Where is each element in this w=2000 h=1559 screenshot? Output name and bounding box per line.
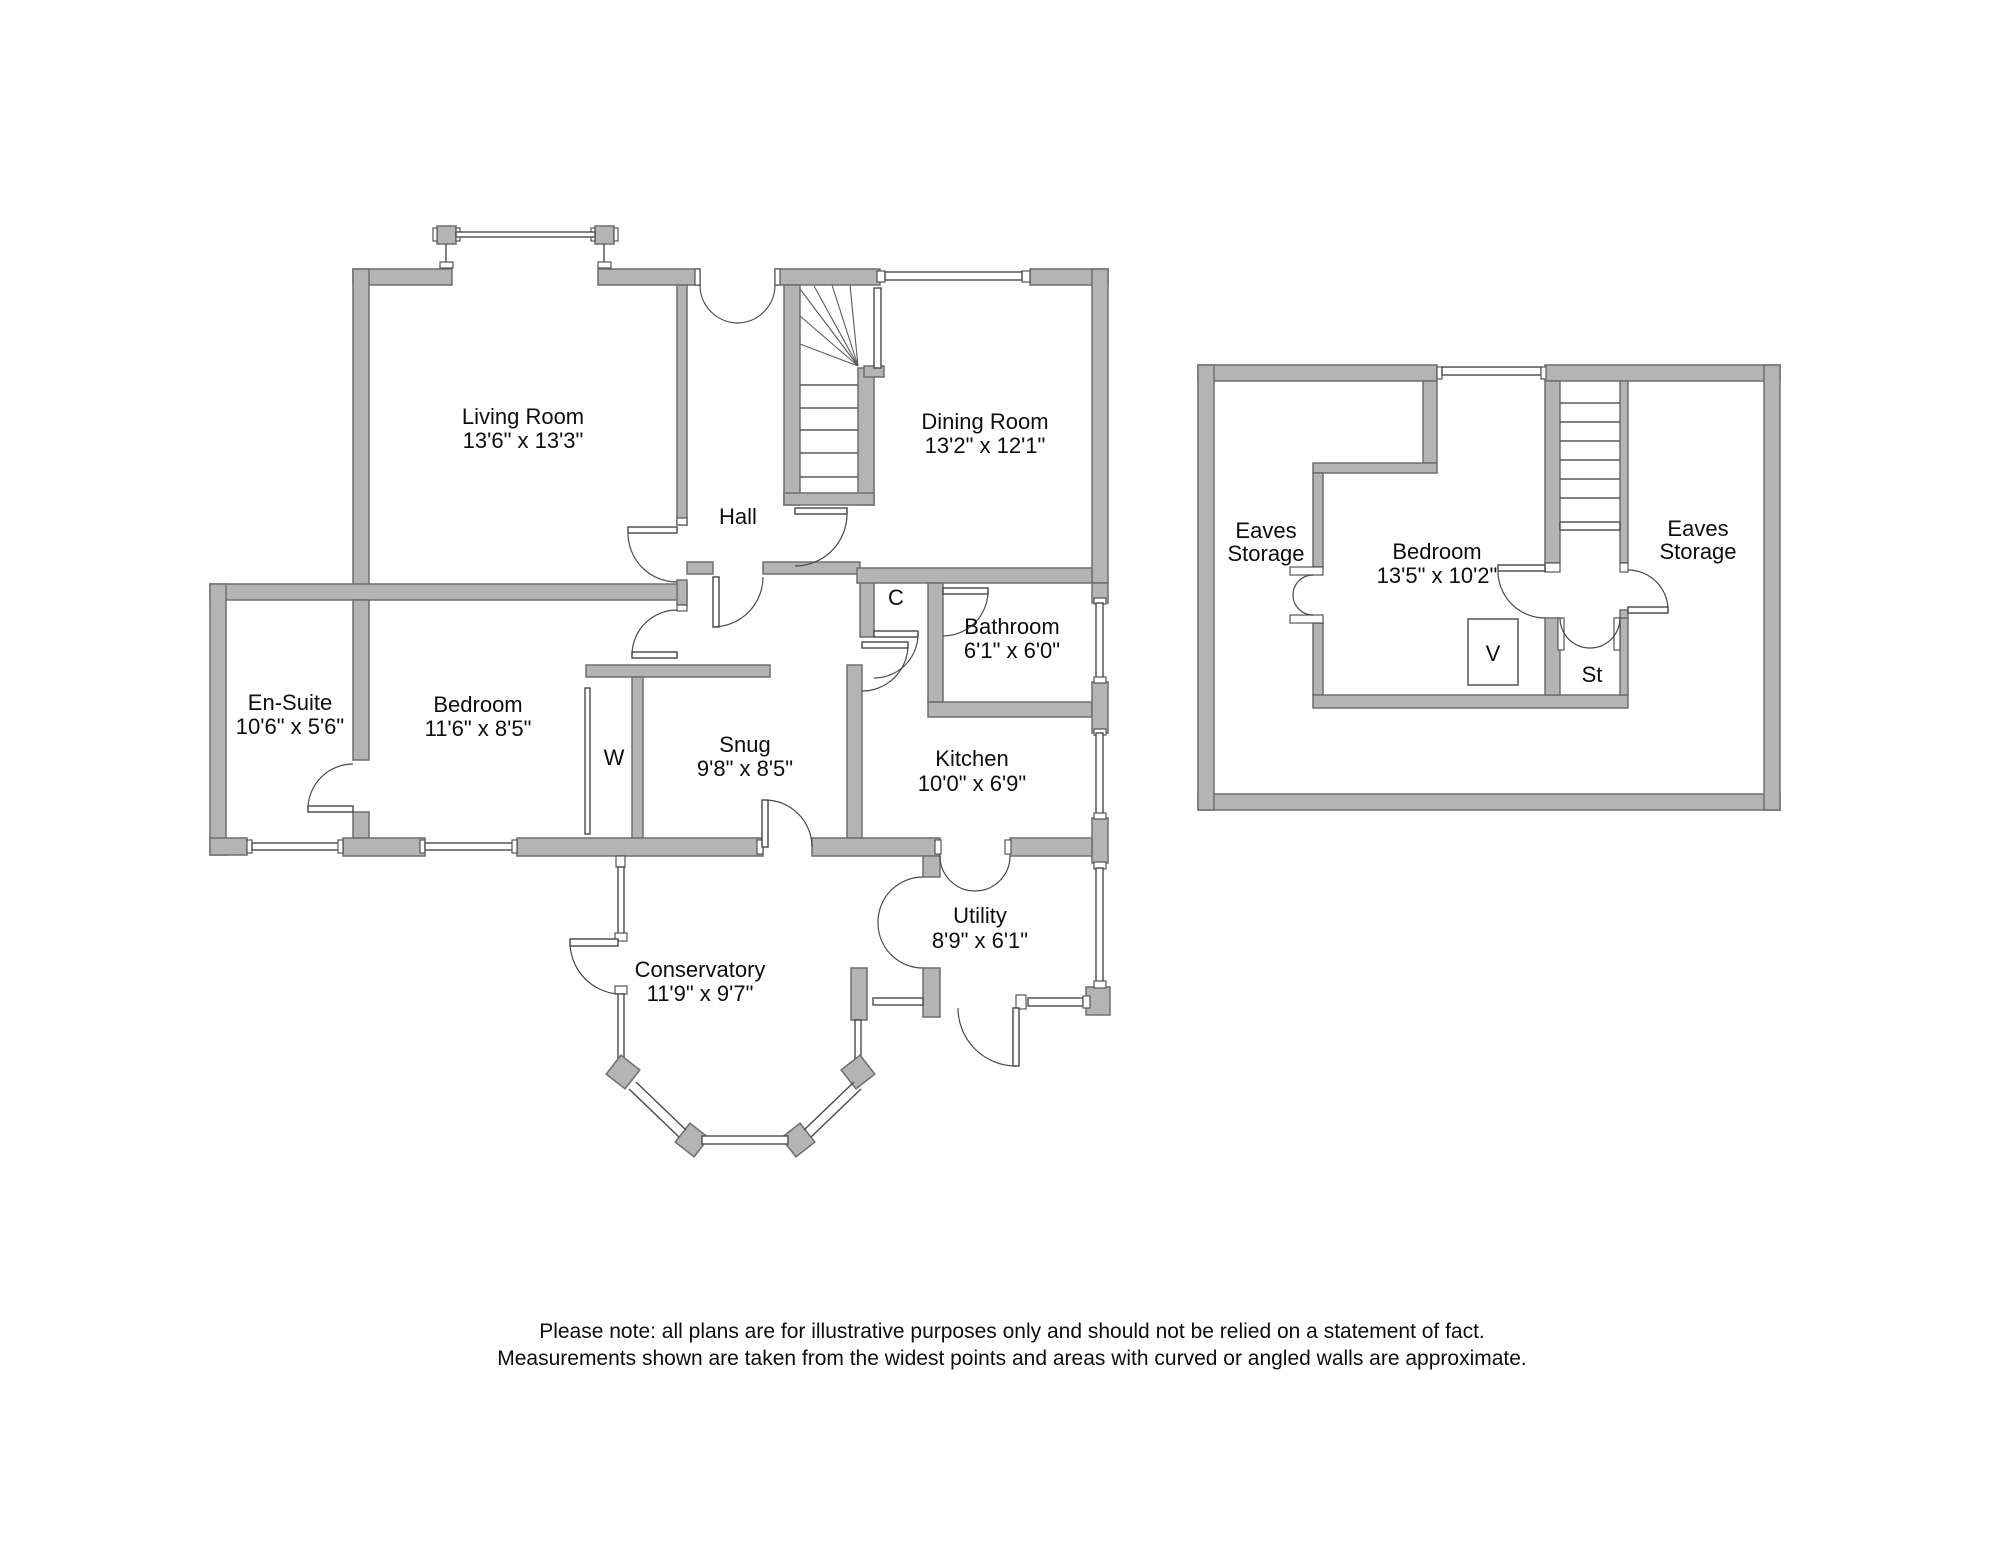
ground-floor-stairs [799,284,859,478]
cupboard-marker: C [888,585,904,610]
room-dims-living-room: 13'6" x 13'3" [463,428,584,453]
room-label-conservatory: Conservatory [635,957,766,982]
room-dims-bathroom: 6'1" x 6'0" [964,638,1060,663]
first-floor-plan: Eaves Storage Bedroom 13'5" x 10'2" Eave… [1197,364,1781,811]
conservatory-glazing [605,855,876,1158]
bay-post-icon [780,1122,816,1158]
eaves-left-label-line2: Storage [1227,541,1304,566]
wardrobe-front-line [584,687,591,835]
room-label-snug: Snug [719,732,770,757]
velux-window-box [1467,618,1519,686]
ground-floor-plan: Living Room 13'6" x 13'3" Hall Dining Ro… [209,225,1111,1158]
first-floor-stairs [1544,402,1629,573]
room-dims-en-suite: 10'6" x 5'6" [236,714,344,739]
eaves-left-label-line1: Eaves [1235,518,1296,543]
wardrobe-marker: W [604,745,625,770]
note-line-2: Measurements shown are taken from the wi… [497,1347,1527,1370]
bay-window-post-icon [436,225,457,245]
stair-landing-edge [1559,521,1621,531]
bay-post-icon [840,1054,876,1090]
bay-post-icon [674,1122,710,1158]
room-dims-bedroom: 11'6" x 8'5" [425,716,532,741]
ground-floor-labels: Living Room 13'6" x 13'3" Hall Dining Ro… [236,404,1060,1006]
first-floor-walls [1197,364,1781,811]
ground-floor-doors [307,268,1020,1067]
disclaimer-note: Please note: all plans are for illustrat… [497,1320,1527,1370]
room-label-utility: Utility [953,903,1007,928]
room-dims-utility: 8'9" x 6'1" [932,928,1028,953]
first-floor-windows [1436,366,1547,380]
room-dims-first-bedroom: 13'5" x 10'2" [1377,563,1498,588]
room-label-living-room: Living Room [462,404,584,429]
room-label-en-suite: En-Suite [248,690,332,715]
eaves-right-label-line2: Storage [1659,539,1736,564]
first-floor-doors [1289,564,1669,651]
stair-rail [873,287,882,369]
bay-post-icon [605,1054,641,1090]
room-label-first-bedroom: Bedroom [1392,539,1481,564]
room-label-bedroom: Bedroom [433,692,522,717]
ground-floor-windows [246,225,1107,1010]
storage-marker: St [1582,662,1603,687]
bay-window-post-icon [594,225,615,245]
ground-floor-walls [209,268,1111,1021]
room-dims-snug: 9'8" x 8'5" [697,756,793,781]
room-dims-conservatory: 11'9" x 9'7" [647,981,754,1006]
room-label-dining-room: Dining Room [921,409,1048,434]
velux-marker: V [1486,641,1501,666]
room-label-kitchen: Kitchen [935,746,1008,771]
room-dims-dining-room: 13'2" x 12'1" [925,433,1046,458]
note-line-1: Please note: all plans are for illustrat… [539,1320,1485,1343]
room-label-hall: Hall [719,504,757,529]
room-dims-kitchen: 10'0" x 6'9" [918,771,1026,796]
room-label-bathroom: Bathroom [964,614,1059,639]
eaves-right-label-line1: Eaves [1667,516,1728,541]
first-floor-labels: Eaves Storage Bedroom 13'5" x 10'2" Eave… [1227,516,1736,687]
